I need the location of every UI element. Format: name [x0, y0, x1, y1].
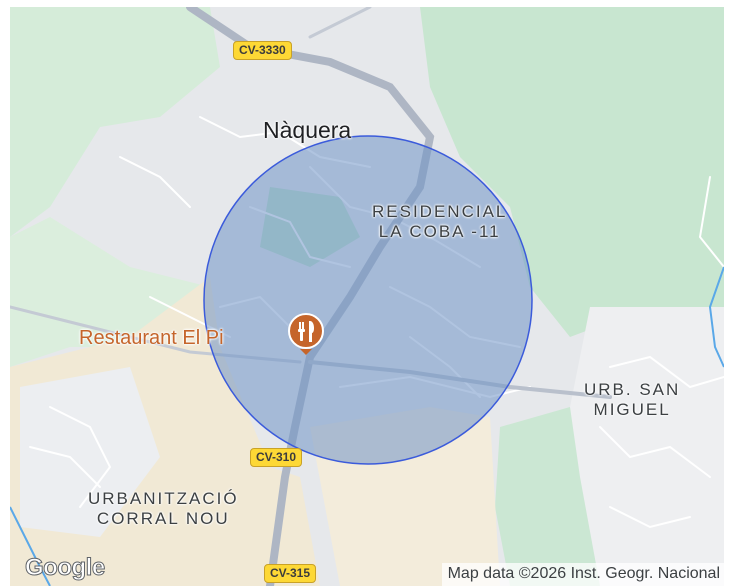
area-label-urb-san-miguel: URB. SAN MIGUEL — [584, 380, 681, 419]
area-label-urbanitzacio-corral-nou: URBANITZACIÓ CORRAL NOU — [88, 489, 239, 528]
road-shield-cv310: CV-310 — [250, 448, 303, 467]
river-east — [708, 266, 724, 368]
restaurant-fork-knife-icon — [298, 321, 315, 342]
poi-label-restaurant[interactable]: Restaurant El Pi — [79, 327, 224, 349]
restaurant-marker[interactable] — [288, 313, 324, 355]
urban-area-east — [570, 307, 724, 586]
map-attribution[interactable]: Map data ©2026 Inst. Geogr. Nacional — [441, 563, 724, 586]
road-shield-cv315: CV-315 — [264, 564, 317, 583]
radius-overlay-circle — [203, 135, 533, 465]
map-canvas[interactable]: Nàquera RESIDENCIAL LA COBA -11 URB. SAN… — [10, 7, 724, 586]
road-shield-cv3330: CV-3330 — [233, 41, 292, 60]
forest-area-east — [420, 7, 724, 337]
map-base — [10, 7, 724, 586]
river-southwest — [10, 506, 51, 586]
town-label-naquera: Nàquera — [263, 117, 352, 143]
forest-area-north — [10, 7, 220, 237]
area-label-residencial-la-coba: RESIDENCIAL LA COBA -11 — [372, 202, 508, 241]
google-logo[interactable]: Google — [25, 554, 106, 582]
